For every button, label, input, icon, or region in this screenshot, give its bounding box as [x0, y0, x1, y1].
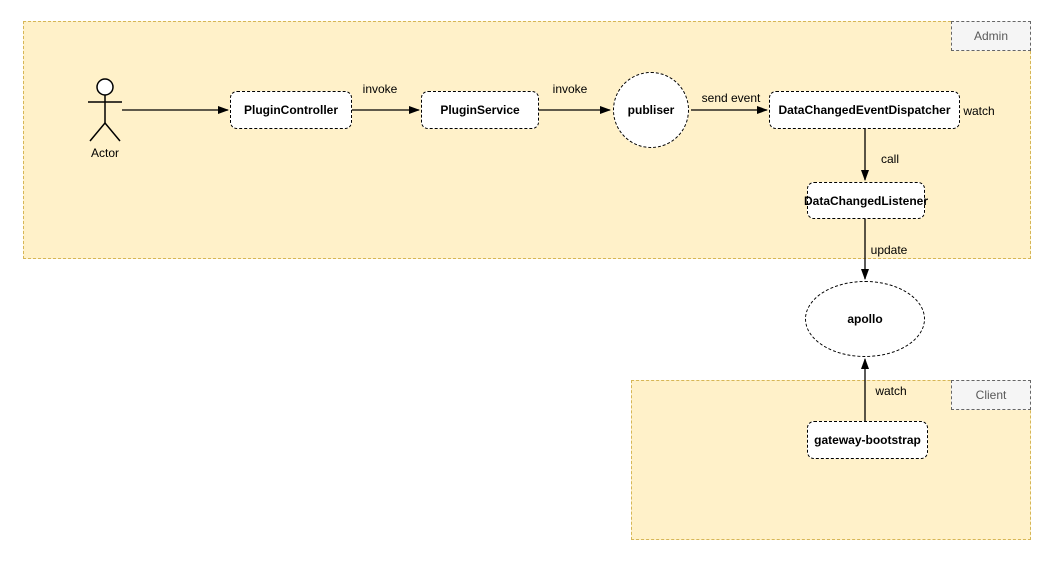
edge-label-watch-dispatcher: watch	[963, 104, 995, 118]
node-plugin-service[interactable]: PluginService	[421, 91, 539, 129]
node-plugin-controller[interactable]: PluginController	[230, 91, 352, 129]
admin-container[interactable]: Admin	[23, 21, 1031, 259]
node-data-changed-event-dispatcher[interactable]: DataChangedEventDispatcher	[769, 91, 960, 129]
node-gateway-bootstrap[interactable]: gateway-bootstrap	[807, 421, 928, 459]
node-apollo[interactable]: apollo	[805, 281, 925, 357]
edge-label-invoke-2: invoke	[552, 82, 588, 96]
client-container-label: Client	[951, 380, 1031, 410]
actor-label: Actor	[90, 146, 120, 160]
edge-label-send-event: send event	[701, 91, 761, 105]
edge-label-watch-client: watch	[875, 384, 907, 398]
admin-container-label: Admin	[951, 21, 1031, 51]
edge-label-update: update	[870, 243, 908, 257]
node-data-changed-listener[interactable]: DataChangedListener	[804, 182, 928, 219]
edge-label-invoke-1: invoke	[362, 82, 398, 96]
node-publiser[interactable]: publiser	[613, 72, 689, 148]
client-container[interactable]: Client	[631, 380, 1031, 540]
edge-label-call: call	[880, 152, 900, 166]
